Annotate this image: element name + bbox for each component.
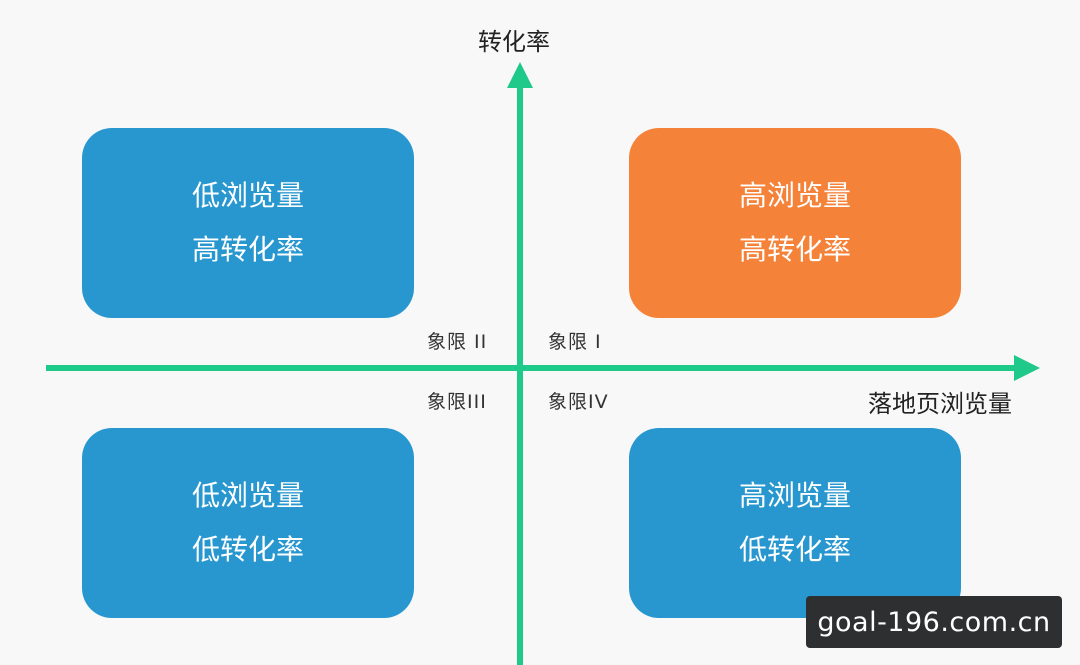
box-line-2: 低转化率: [191, 533, 304, 566]
box-line-1: 低浏览量: [191, 479, 304, 512]
quadrant-box-bottom-left: 低浏览量 低转化率: [82, 428, 414, 618]
y-axis-label: 转化率: [478, 28, 550, 56]
quadrant-3-label: 象限III: [427, 391, 487, 413]
quadrant-4-label: 象限IV: [548, 391, 609, 413]
box-line-1: 高浏览量: [738, 479, 851, 512]
x-axis-label: 落地页浏览量: [868, 390, 1012, 418]
box-line-1: 低浏览量: [191, 179, 304, 212]
box-line-2: 高转化率: [738, 233, 851, 266]
box-line-2: 高转化率: [191, 233, 304, 266]
quadrant-2-label: 象限 II: [427, 331, 488, 353]
box-line-1: 高浏览量: [738, 179, 851, 212]
x-axis-arrow: [1014, 355, 1040, 381]
y-axis-arrow: [507, 62, 533, 88]
quadrant-box-top-left: 低浏览量 高转化率: [82, 128, 414, 318]
quadrant-1-label: 象限 I: [548, 331, 602, 353]
box-line-2: 低转化率: [738, 533, 851, 566]
quadrant-box-bottom-right: 高浏览量 低转化率: [629, 428, 961, 618]
quadrant-box-top-right: 高浏览量 高转化率: [629, 128, 961, 318]
watermark-badge: goal-196.com.cn: [806, 596, 1062, 648]
